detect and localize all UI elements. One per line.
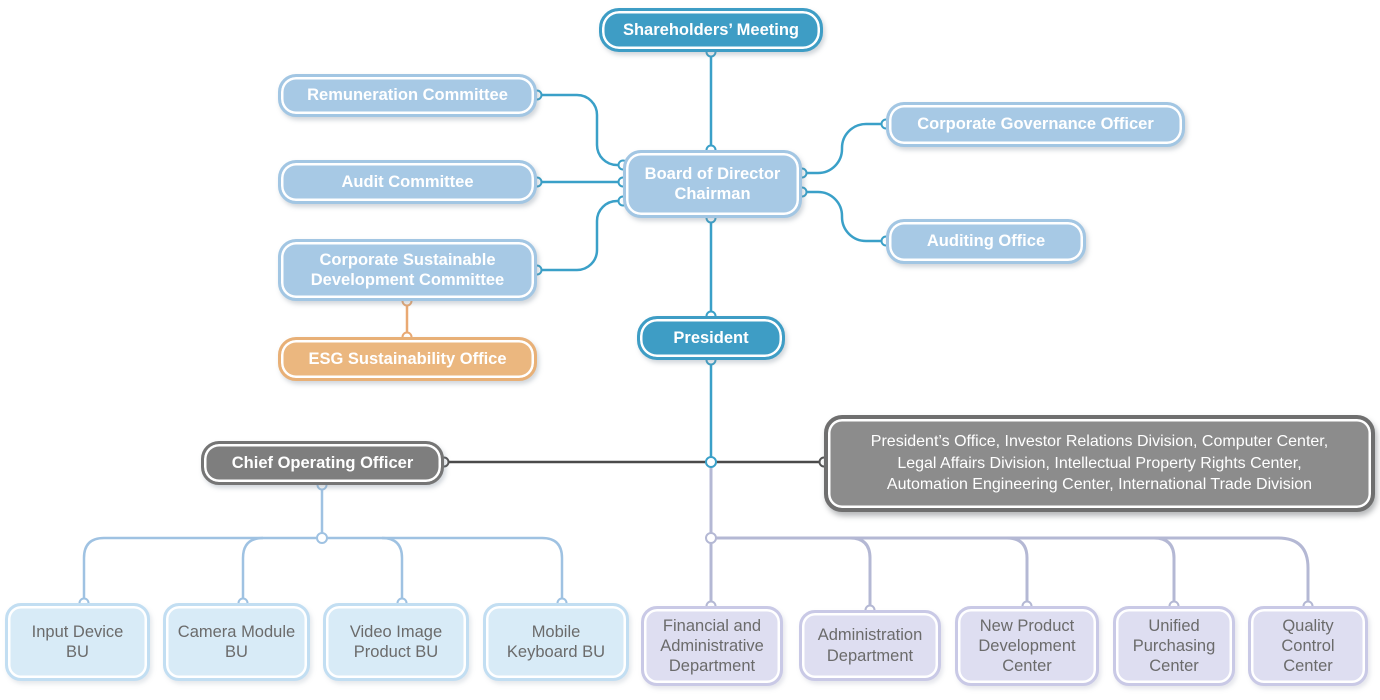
connector-drop-mobile-keyboard (541, 536, 564, 603)
node-unified-purchasing-center: Unified Purchasing Center (1113, 606, 1235, 686)
connector-remuneration-board (537, 93, 623, 167)
connector-drop-camera-module (241, 536, 264, 603)
node-president-office-group: President’s Office, Investor Relations D… (824, 415, 1375, 512)
node-remuneration-committee: Remuneration Committee (278, 74, 537, 117)
blue-connectors (537, 52, 886, 462)
node-chief-operating-officer: Chief Operating Officer (201, 441, 444, 485)
lavender-dots (705, 532, 1314, 616)
connector-drop-video-image (381, 536, 404, 603)
node-esg-sustainability-office: ESG Sustainability Office (278, 337, 537, 381)
node-new-product-development-center: New Product Development Center (955, 606, 1099, 686)
node-administration-department: Administration Department (799, 610, 941, 681)
connector-drop-quality (1277, 536, 1310, 606)
connector-drop-new-product (1006, 536, 1029, 606)
connector-board-auditing (802, 190, 886, 243)
node-financial-and-administrative-department: Financial and Administrative Department (641, 606, 783, 686)
connector-board-cgo (802, 122, 886, 175)
coo-subtree-connectors (82, 485, 564, 603)
connector-drop-input-device (82, 536, 105, 603)
node-corporate-sustainable-development-committee: Corporate Sustainable Development Commit… (278, 239, 537, 301)
node-mobile-keyboard-bu: Mobile Keyboard BU (483, 603, 629, 681)
node-video-image-product-bu: Video Image Product BU (323, 603, 469, 681)
node-audit-committee: Audit Committee (278, 160, 537, 204)
node-board-of-director-chairman: Board of Director Chairman (623, 150, 802, 218)
connector-drop-unified (1153, 536, 1176, 606)
connector-drop-administration (849, 536, 872, 610)
node-camera-module-bu: Camera Module BU (163, 603, 310, 681)
node-input-device-bu: Input Device BU (5, 603, 150, 681)
node-quality-control-center: Quality Control Center (1248, 606, 1368, 686)
node-shareholders-meeting: Shareholders’ Meeting (599, 8, 823, 52)
node-corporate-governance-officer: Corporate Governance Officer (886, 102, 1185, 147)
node-president: President (637, 316, 785, 360)
connector-csd-board (537, 199, 623, 272)
node-auditing-office: Auditing Office (886, 219, 1086, 264)
